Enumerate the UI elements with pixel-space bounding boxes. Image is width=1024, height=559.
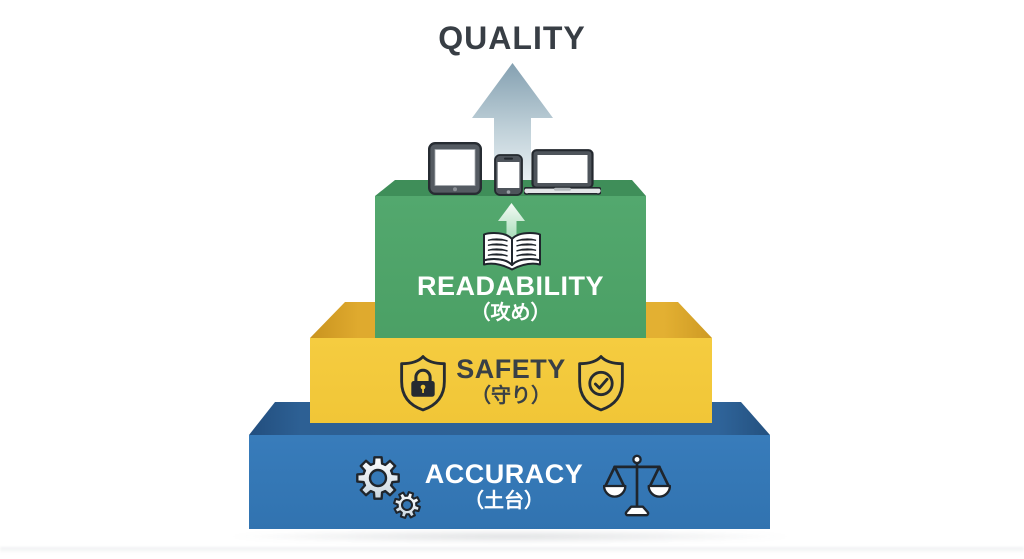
accuracy-sublabel: （土台） xyxy=(464,490,544,512)
shield-lock-icon xyxy=(400,355,446,412)
accuracy-label: ACCURACY xyxy=(424,459,584,489)
quality-up-arrow-icon xyxy=(472,63,553,182)
readability-label: READABILITY xyxy=(417,271,604,301)
gears-icon xyxy=(356,456,421,519)
safety-label: SAFETY xyxy=(456,354,566,384)
readability-up-arrow-icon xyxy=(498,203,525,238)
balance-scale-icon xyxy=(603,454,671,517)
diagram-title: QUALITY xyxy=(438,20,586,56)
accuracy-block-front xyxy=(249,435,770,529)
safety-block-front xyxy=(310,338,712,423)
laptop-icon xyxy=(524,149,601,195)
tablet-icon xyxy=(428,142,482,195)
smartphone-icon xyxy=(494,154,523,196)
open-book-icon xyxy=(483,232,541,271)
shield-check-icon xyxy=(578,355,624,412)
pyramid-shadow xyxy=(230,530,790,543)
safety-sublabel: （守り） xyxy=(471,385,551,407)
floor-shadow-line xyxy=(0,547,1024,553)
readability-sublabel: （攻め） xyxy=(470,302,551,324)
